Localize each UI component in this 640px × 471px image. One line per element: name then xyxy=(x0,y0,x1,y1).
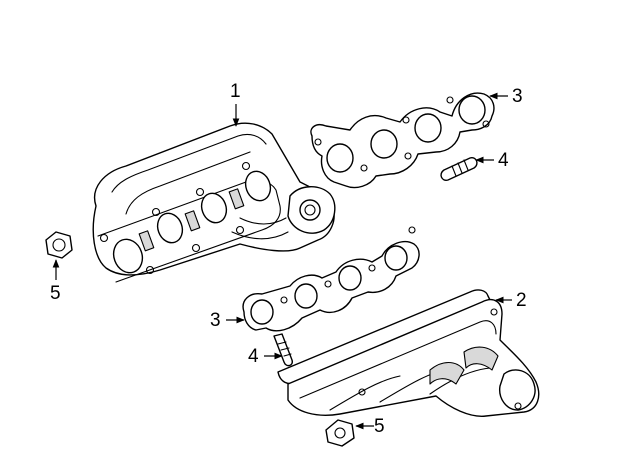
callout-5-lower: 5 xyxy=(374,416,385,437)
nut-lower xyxy=(325,419,355,447)
callout-5-upper: 5 xyxy=(50,283,61,304)
callout-2: 2 xyxy=(516,290,527,311)
callout-4-upper: 4 xyxy=(498,150,509,171)
callout-4-lower: 4 xyxy=(248,346,259,367)
gasket-lower xyxy=(242,226,420,332)
exhaust-manifold-lower xyxy=(277,289,540,417)
leader-lines xyxy=(52,92,512,430)
stud-upper xyxy=(440,156,478,182)
nut-upper xyxy=(45,231,73,259)
callout-1: 1 xyxy=(230,81,241,102)
callout-3-upper: 3 xyxy=(512,86,523,107)
callout-3-lower: 3 xyxy=(210,310,221,331)
stud-lower xyxy=(273,333,294,367)
exhaust-manifold-upper xyxy=(92,122,336,283)
gasket-upper xyxy=(310,92,495,189)
